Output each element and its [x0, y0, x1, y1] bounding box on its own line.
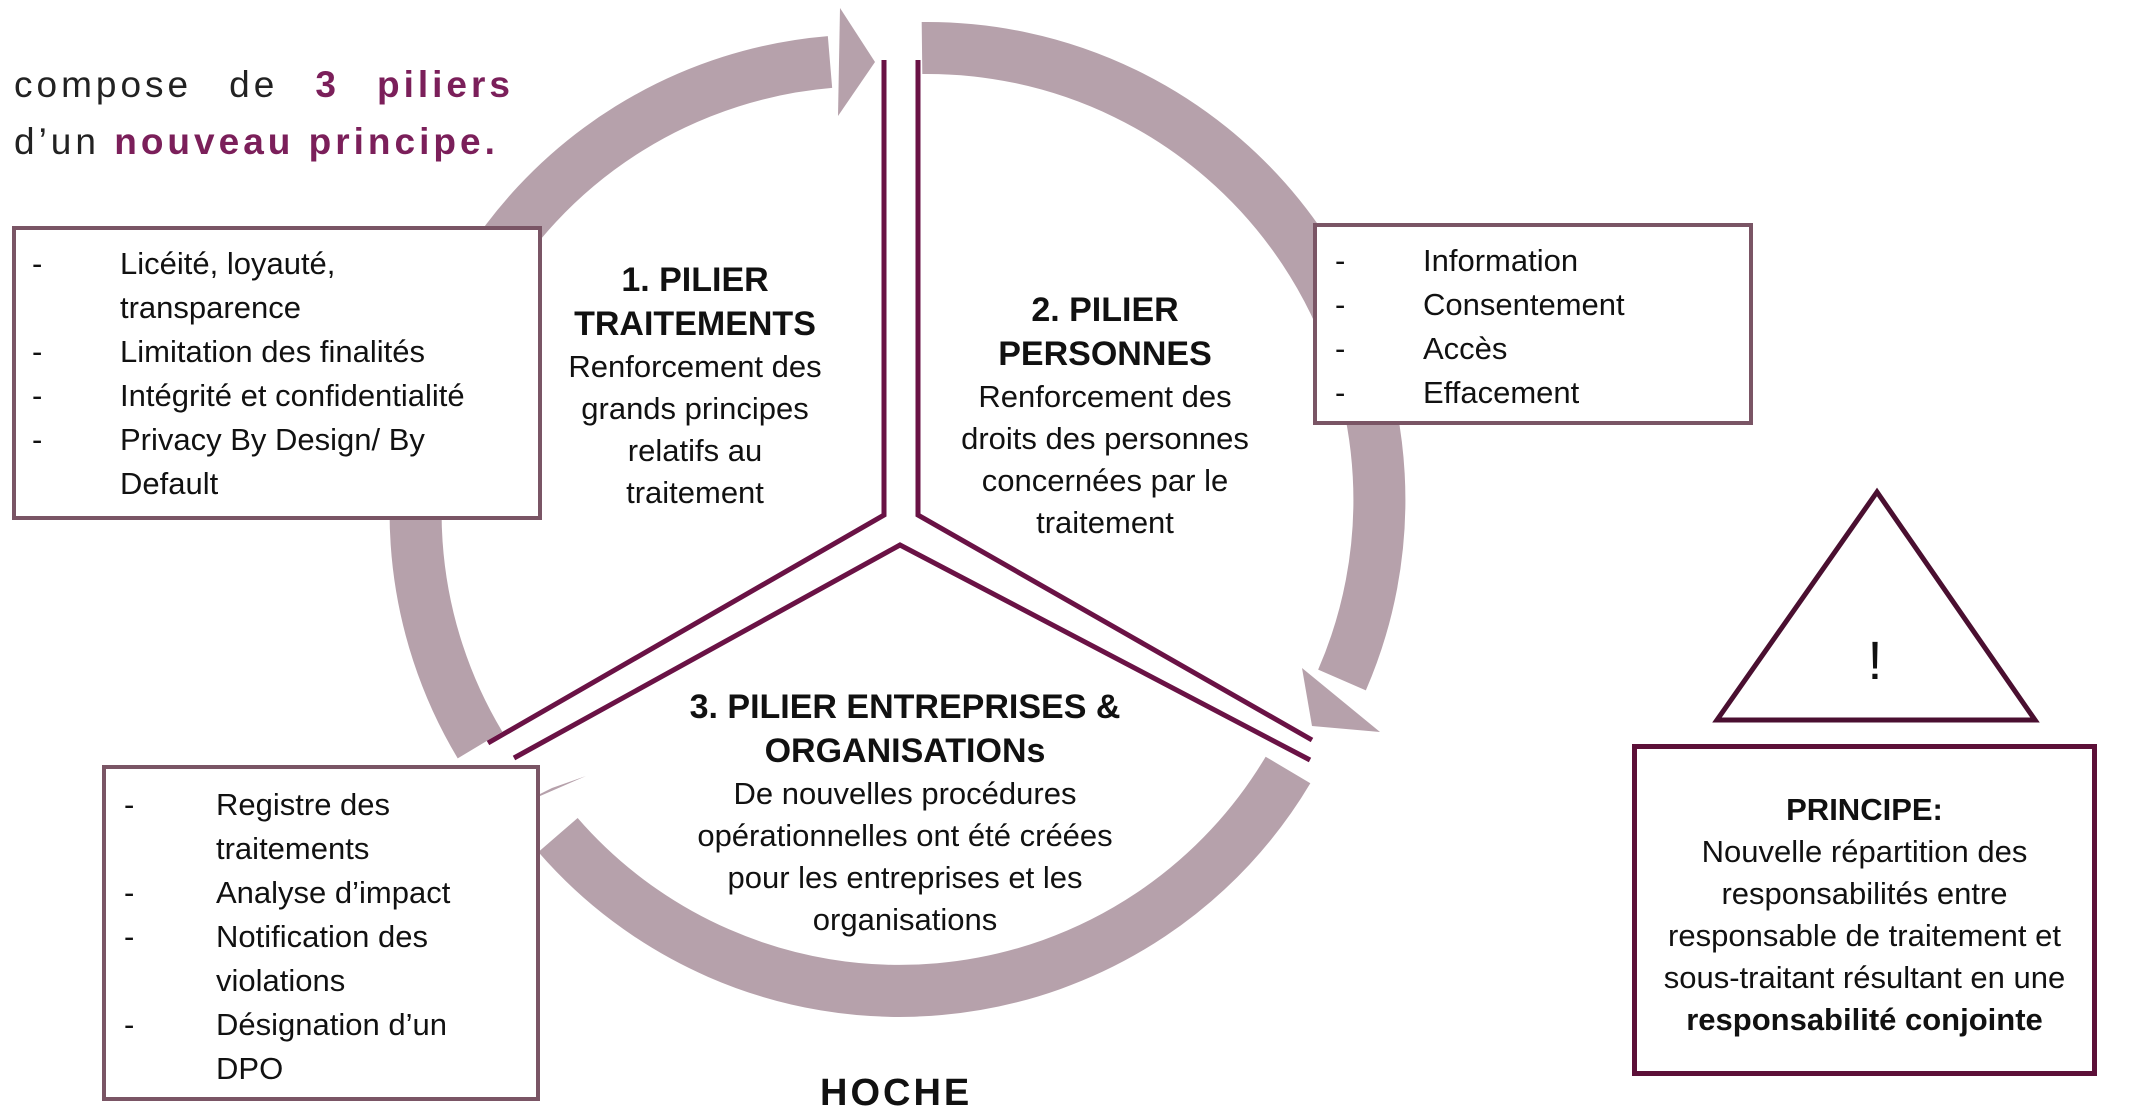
ring-arrowhead-traitements [838, 8, 875, 116]
list-item: - Consentement [1335, 283, 1739, 327]
bullet-dash: - [124, 787, 135, 822]
bullet-dash: - [1335, 243, 1346, 278]
list-item: - Privacy By Design/ By Default [32, 418, 528, 506]
bullet-dash: - [124, 919, 135, 954]
intro-highlight-principe: nouveau principe. [114, 121, 499, 162]
list-item: - Licéité, loyauté, transparence [32, 242, 528, 330]
list-item: - Notification des violations [124, 915, 526, 1003]
principe-box: PRINCIPE: Nouvelle répartition des respo… [1632, 744, 2097, 1076]
footer-brand: HOCHE [820, 1072, 973, 1114]
bullet-list: - Information - Consentement - Accès - Effaceme… [1335, 239, 1739, 415]
bullet-dash: - [1335, 287, 1346, 322]
list-item-text: transparence [120, 290, 301, 325]
list-item-text: Consentement [1423, 287, 1625, 322]
ring-arc-personnes [921, 21, 1406, 691]
bullet-dash: - [32, 378, 43, 413]
ring-arrowhead-personnes [1302, 668, 1380, 732]
ring-arc-entreprises [538, 756, 1311, 1017]
pillar-entreprises-title: ORGANISATIONs [764, 732, 1046, 770]
pillar-traitements-title: TRAITEMENTS [574, 305, 816, 343]
pillar-entreprises: 3. PILIER ENTREPRISES &ORGANISATIONs De … [660, 685, 1150, 941]
warning-exclamation: ! [1867, 631, 1883, 691]
divider-right [915, 60, 1314, 743]
box-traitements: - Licéité, loyauté, transparence - Limitatio… [12, 226, 542, 520]
list-item: - Registre des traitements [124, 783, 526, 871]
list-item: - Accès [1335, 327, 1739, 371]
list-item-text: traitements [216, 831, 370, 866]
list-item: - Limitation des finalités [32, 330, 528, 374]
bullet-dash: - [32, 246, 43, 281]
pillar-entreprises-number: 3. PILIER ENTREPRISES & [689, 688, 1121, 726]
pillar-personnes-title: PERSONNES [998, 335, 1212, 373]
intro-highlight-piliers: 3 piliers [315, 64, 514, 105]
bullet-dash: - [32, 334, 43, 369]
intro-text: compose de 3 piliers d’un nouveau princi… [14, 64, 514, 162]
list-item: - Effacement [1335, 371, 1739, 415]
principe-bold-line: responsabilité conjointe [1686, 1002, 2043, 1037]
ring-dividers [486, 60, 1314, 763]
list-item-text: Privacy By Design/ By [120, 422, 425, 457]
list-item: - Analyse d’impact [124, 871, 526, 915]
bullet-dash: - [32, 422, 43, 457]
box-entreprises: - Registre des traitements - Analyse d’impac… [102, 765, 540, 1101]
list-item-text: Accès [1423, 331, 1508, 366]
divider-left [486, 60, 887, 746]
principe-heading: PRINCIPE: [1786, 792, 1943, 827]
bullet-dash: - [1335, 331, 1346, 366]
list-item-text: Registre des [216, 787, 391, 822]
divider-bottom [512, 542, 1312, 763]
bullet-dash: - [124, 875, 135, 910]
box-personnes: - Information - Consentement - Accès - Effaceme… [1313, 223, 1753, 425]
list-item-text: Effacement [1423, 375, 1580, 410]
pillar-traitements-number: 1. PILIER [621, 261, 769, 299]
bullet-dash: - [124, 1007, 135, 1042]
list-item: - Information [1335, 239, 1739, 283]
list-item-text: Default [120, 466, 219, 501]
list-item-text: Analyse d’impact [216, 875, 451, 910]
list-item-text: Limitation des finalités [120, 334, 425, 369]
pillar-personnes-number: 2. PILIER [1031, 291, 1179, 329]
list-item-text: Notification des [216, 919, 428, 954]
bullet-list: - Licéité, loyauté, transparence - Limitatio… [32, 242, 528, 506]
list-item-text: DPO [216, 1051, 284, 1086]
list-item-text: violations [216, 963, 346, 998]
list-item-text: Information [1423, 243, 1579, 278]
list-item-text: Intégrité et confidentialité [120, 378, 465, 413]
bullet-dash: - [1335, 375, 1346, 410]
warning-triangle [1712, 487, 2040, 723]
bullet-list: - Registre des traitements - Analyse d’impac… [124, 783, 526, 1091]
list-item-text: Licéité, loyauté, [120, 246, 336, 281]
list-item: - Intégrité et confidentialité [32, 374, 528, 418]
list-item-text: Désignation d’un [216, 1007, 447, 1042]
